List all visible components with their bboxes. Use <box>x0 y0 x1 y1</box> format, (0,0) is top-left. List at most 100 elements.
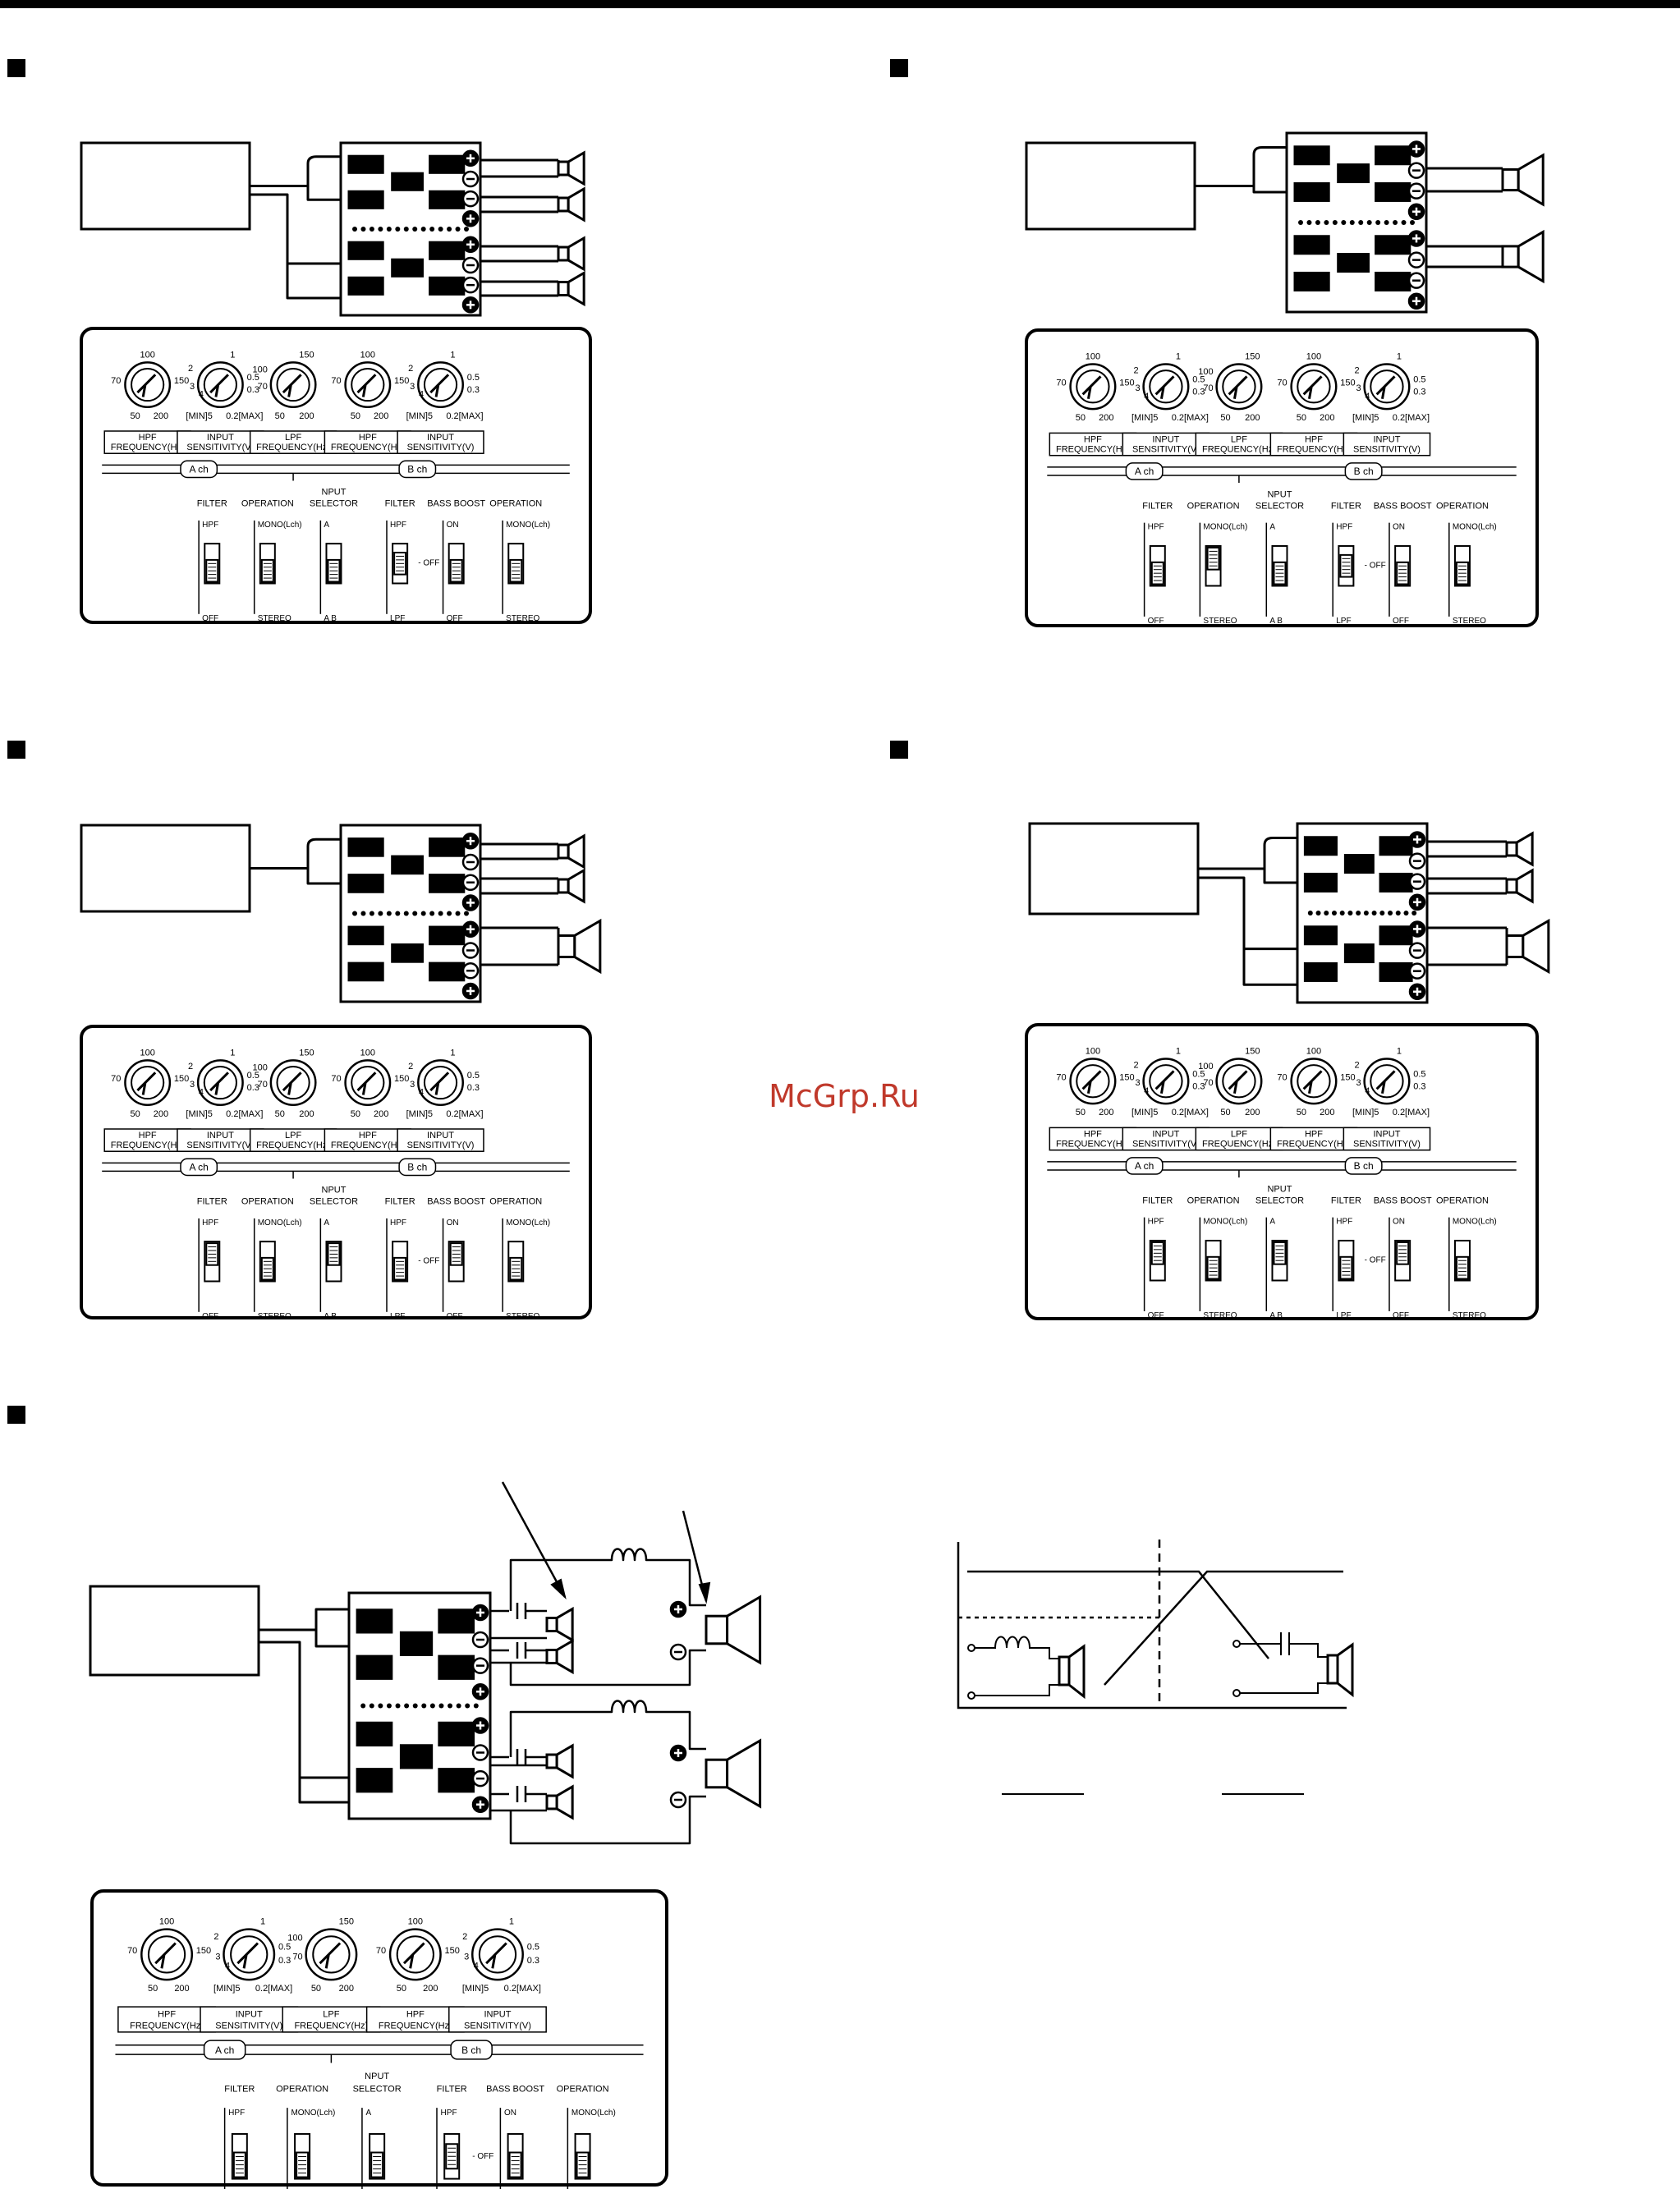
tick-label: 0.5 <box>278 1942 291 1952</box>
b-ch-tag <box>1344 462 1383 480</box>
speaker-icon <box>557 868 585 904</box>
separator-dot <box>403 227 409 232</box>
terminal-plus-icon <box>1407 292 1425 310</box>
woofer-coil-wire <box>509 1548 706 1611</box>
separator-dot <box>1384 220 1389 225</box>
knob-label-box <box>397 430 484 454</box>
slide-switch <box>507 1241 525 1283</box>
speaker-cone <box>1522 918 1550 975</box>
channel-block <box>429 190 466 209</box>
tick-label: 70 <box>111 1074 121 1084</box>
terminal-minus-icon <box>1407 182 1425 200</box>
channel-block <box>438 1654 475 1680</box>
knob-inner <box>1149 1064 1183 1099</box>
channel-block <box>1343 854 1375 874</box>
channel-block <box>1375 235 1411 255</box>
switch-top-label: HPF <box>228 2109 245 2118</box>
tweeter-icon <box>545 1784 574 1820</box>
knob-pointer <box>356 374 377 397</box>
channel-block <box>429 241 466 260</box>
switch-title: FILTER <box>197 499 227 509</box>
channel-block <box>399 1744 434 1769</box>
speaker-cone <box>555 1784 574 1820</box>
separator-dot <box>395 227 401 232</box>
speaker-magnet <box>545 1794 558 1810</box>
channel-block <box>1379 925 1413 946</box>
terminal-minus-icon <box>471 1657 489 1674</box>
channel-block <box>391 855 424 875</box>
speaker-icon <box>1501 229 1545 284</box>
slide-switch <box>1338 544 1355 587</box>
a-ch-tag <box>180 1158 218 1177</box>
tick-label: 2 <box>408 1062 413 1072</box>
channel-block <box>347 276 384 296</box>
slide-switch <box>1453 1239 1471 1282</box>
knob-label-line1: LPF <box>1231 435 1247 445</box>
tick-label: 200 <box>339 1984 354 1994</box>
terminal-plus-icon <box>461 210 480 227</box>
switch-top-label: ON <box>447 521 459 530</box>
a-ch-label: A ch <box>1135 466 1154 477</box>
separator-dot <box>1366 220 1372 225</box>
knob-label-line2: FREQUENCY(Hz) <box>256 1140 330 1150</box>
tick-label: 3 <box>410 382 415 392</box>
tick-label: 50 <box>1076 1108 1086 1117</box>
speaker-cone <box>567 270 585 307</box>
channel-block <box>1375 271 1411 291</box>
tick-label: 4 <box>199 1088 204 1098</box>
tick-label: 2 <box>462 1932 467 1942</box>
speaker-cone <box>555 1606 574 1643</box>
tick-label: 200 <box>1320 1108 1334 1117</box>
separator-dot <box>386 911 392 916</box>
separator-dot <box>1411 911 1417 916</box>
slide-switch <box>1149 1239 1166 1282</box>
knob-inner <box>131 1065 165 1100</box>
tick-label: 70 <box>1277 1072 1287 1082</box>
channel-block <box>391 258 424 278</box>
switch-top-label: HPF <box>202 521 218 530</box>
tick-label: 0.3 <box>467 1083 480 1093</box>
slide-switch <box>1205 1239 1222 1282</box>
separator-dot <box>360 911 366 916</box>
switch-top-label: ON <box>504 2109 516 2118</box>
knob-label-line1: HPF <box>158 2010 176 2020</box>
knob-inner <box>276 367 310 402</box>
terminal-minus-icon <box>1407 272 1425 289</box>
terminal-minus-icon <box>461 190 480 208</box>
separator-dot <box>378 1703 383 1709</box>
tick-label: 3 <box>1356 383 1361 393</box>
switch-bottom-label: OFF <box>1393 1311 1409 1320</box>
channel-block <box>356 1654 393 1680</box>
speaker-icon <box>557 150 585 186</box>
tick-label: 1 <box>1397 1046 1402 1056</box>
tick-label: 70 <box>127 1946 137 1956</box>
tick-label: 70 <box>258 1080 268 1090</box>
tick-label: 0.2[MAX] <box>255 1984 292 1994</box>
tick-label: 0.3 <box>1192 1081 1205 1091</box>
slide-switch <box>294 2132 311 2180</box>
channel-block <box>438 1768 475 1793</box>
separator-dot <box>369 911 374 916</box>
tick-label: 150 <box>1245 1046 1260 1056</box>
terminal-plus-icon <box>461 236 480 254</box>
knob-label-box <box>103 430 191 454</box>
switch-top-label: HPF <box>390 521 406 530</box>
tick-label: 0.5 <box>1413 374 1425 384</box>
tick-label: 4 <box>225 1961 230 1971</box>
tick-label: 100 <box>140 350 154 360</box>
speaker-icon <box>1505 918 1550 975</box>
speaker-magnet <box>545 1753 558 1769</box>
channel-block <box>347 838 384 857</box>
callout-arrowhead <box>698 1581 711 1604</box>
knob-pointer <box>1228 375 1248 400</box>
tick-label: [MIN]5 <box>1352 413 1379 423</box>
switch-title: NPUT <box>1267 1184 1292 1194</box>
knob-inner <box>1370 369 1404 404</box>
separator-dot <box>464 227 469 232</box>
tick-label: 2 <box>188 364 193 374</box>
separator-dot <box>465 1703 470 1709</box>
slide-switch <box>204 1241 221 1283</box>
switch-bottom-label: LPF <box>1336 1311 1351 1320</box>
